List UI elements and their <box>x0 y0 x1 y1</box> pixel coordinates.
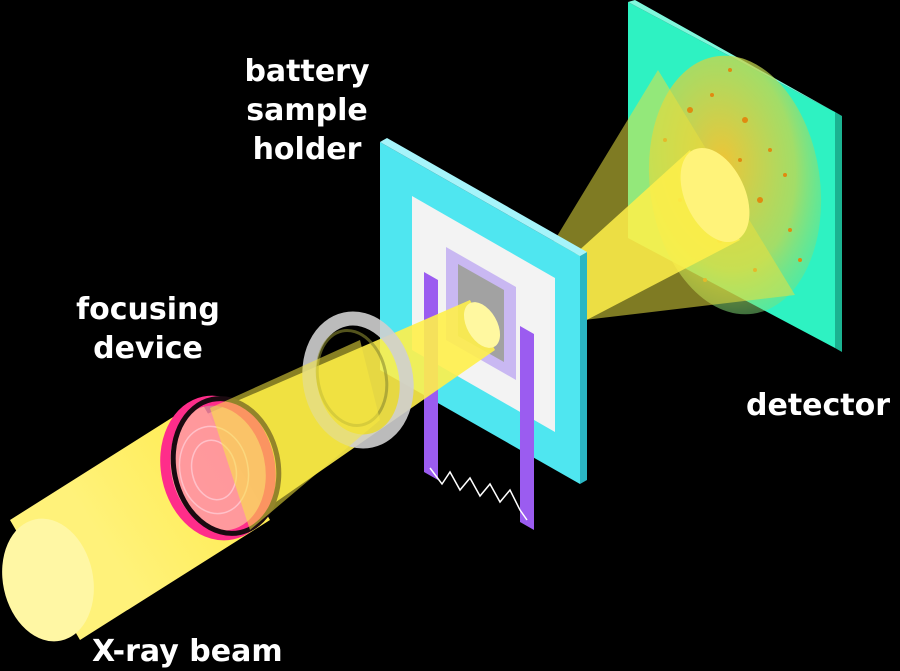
xray-beam-label-text: X-ray beam <box>92 634 283 669</box>
detector-label: detector <box>746 386 900 425</box>
converging-beam <box>210 340 380 530</box>
sample-holder-label-line2: sample <box>246 93 368 128</box>
electrode-right <box>520 326 534 530</box>
xray-beam-label: X-ray beam <box>92 632 307 671</box>
sample-holder-label-line3: holder <box>252 132 362 167</box>
sample-holder-label: battery sample holder <box>232 52 382 169</box>
focusing-device-label-line2: device <box>93 331 203 366</box>
focusing-device-label-line1: focusing <box>76 292 220 327</box>
focusing-device-label: focusing device <box>62 290 234 368</box>
focused-beam-tip <box>463 302 501 348</box>
sample-holder-label-line1: battery <box>244 54 370 89</box>
detector-label-text: detector <box>746 388 891 423</box>
electrode-wire <box>429 467 528 521</box>
scattered-beam-end <box>680 147 750 243</box>
